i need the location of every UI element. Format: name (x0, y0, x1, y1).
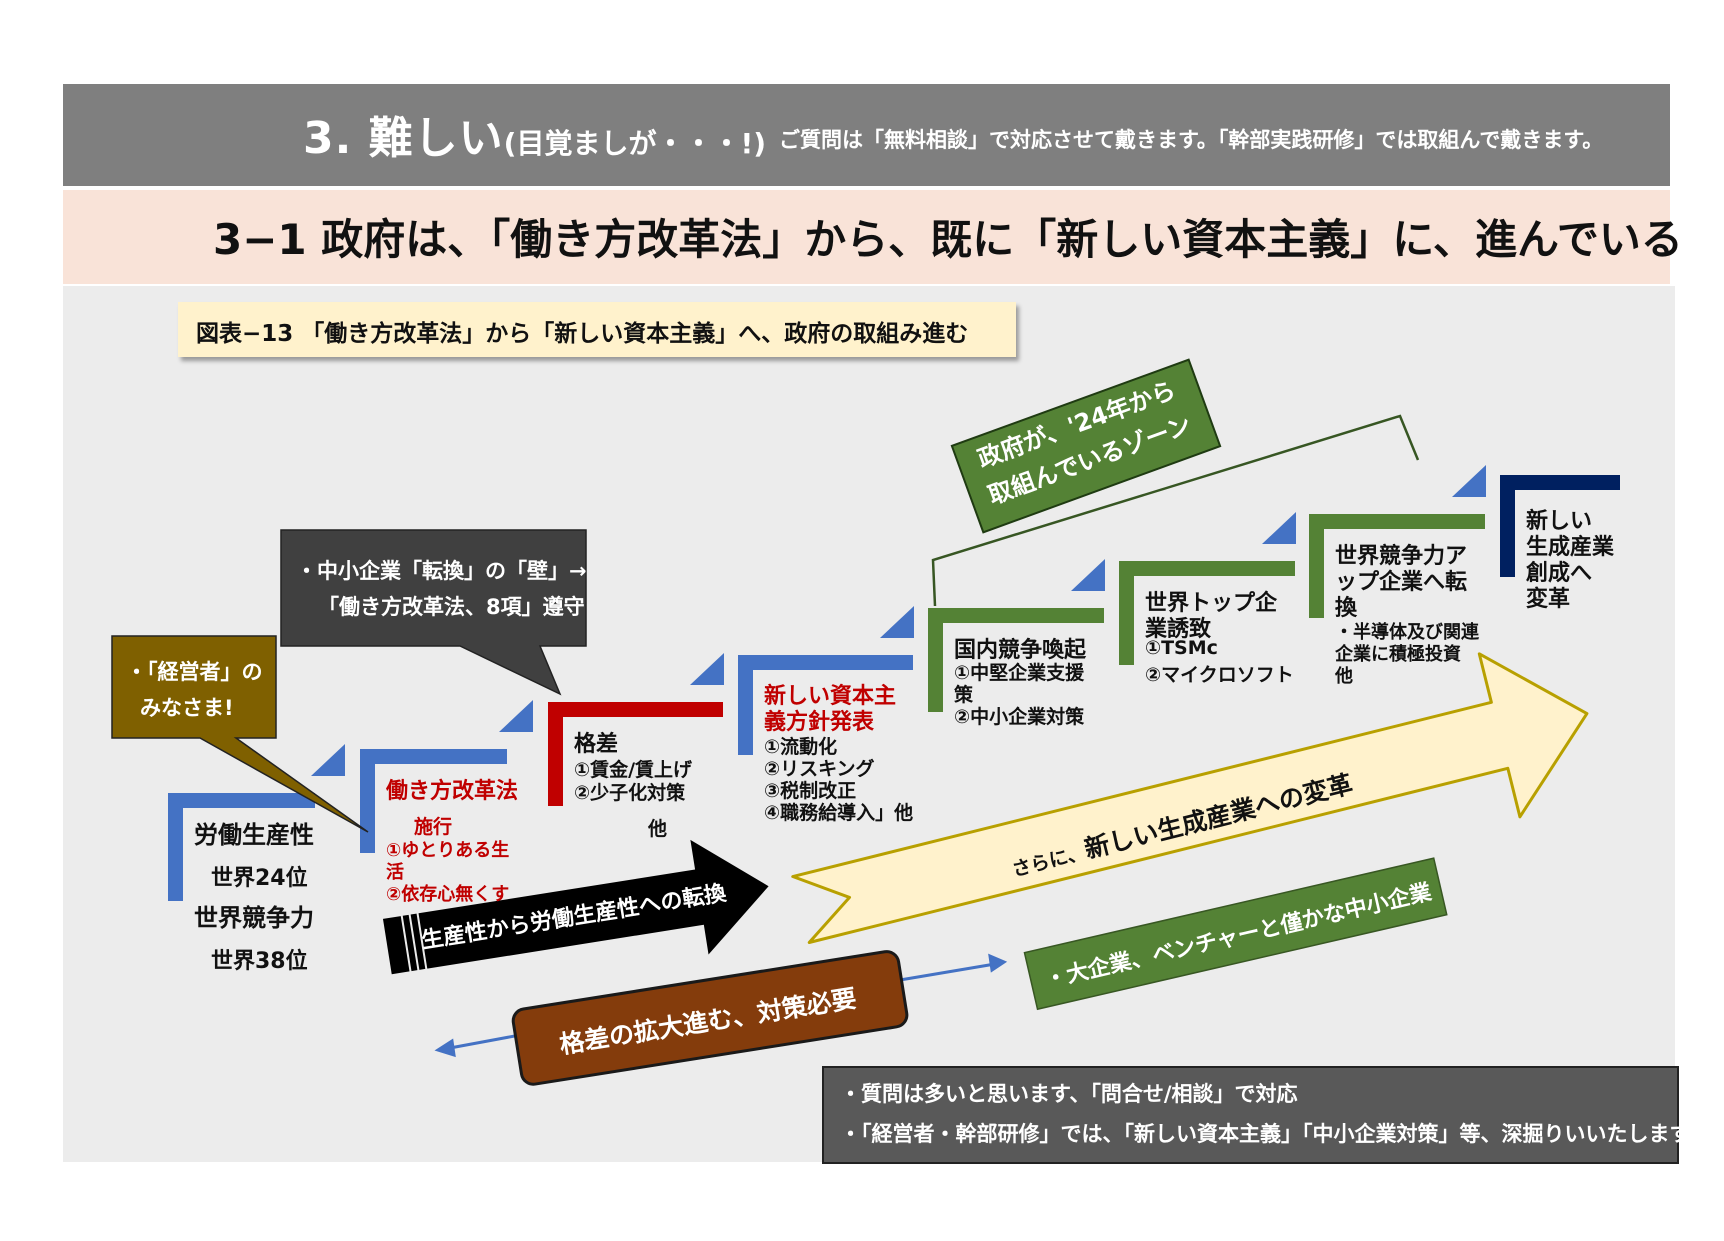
step-7-triangle (1452, 465, 1486, 497)
callout-owner-text: ・「経営者」の みなさま! (126, 654, 263, 726)
subtitle-band: 3−1 政府は、「働き方改革法」から、既に「新しい資本主義」に、進んでいる (63, 190, 1683, 284)
callout-owner-line-2: みなさま! (140, 696, 234, 720)
step-2-triangle (499, 700, 533, 732)
step-2-line-3: 活 (386, 862, 404, 883)
step-6-title-2: 業誘致 (1145, 617, 1212, 642)
figure-caption-text: 図表−13 「働き方改革法」から「新しい資本主義」へ、政府の取組み進む (196, 321, 969, 347)
step-6-line-1: ①TSMc (1145, 637, 1218, 659)
step-3-line-2: ②少子化対策 (574, 782, 686, 804)
step-7-title-3: 換 (1335, 596, 1358, 621)
figure-caption: 図表−13 「働き方改革法」から「新しい資本主義」へ、政府の取組み進む (178, 302, 1016, 357)
callout-wall-text: ・中小企業「転換」の「壁」→ 「働き方改革法、8項」遵守 (296, 553, 587, 625)
step-7-title-2: ップ企業へ転 (1335, 570, 1468, 595)
step-5-bracket (928, 608, 1104, 712)
step-7-bracket (1309, 514, 1485, 618)
step-3-line-3: 他 (648, 818, 668, 840)
step-2-line-1: 施行 (414, 816, 453, 838)
step-5-title: 国内競争喚起 (954, 638, 1087, 663)
step-1-title: 労働生産性 (194, 821, 314, 849)
step-4-triangle (880, 606, 914, 638)
step-4-line-2: ②リスキング (764, 758, 875, 780)
header-title: 3. 難しい(目覚ましが・・・!) (303, 113, 767, 164)
step-1-subtitle: 世界競争力 (194, 904, 314, 932)
blue-arrow-right (899, 953, 1008, 982)
step-8-bracket (1500, 475, 1620, 577)
step-3-line-1: ①賃金/賃上げ (574, 759, 693, 781)
step-6-bracket (1119, 561, 1295, 665)
step-7-line-1: ・半導体及び関連 (1335, 622, 1479, 643)
info-box: ・質問は多いと思います、「問合せ/相談」で対応 ・「経営者・幹部研修」では、「新… (822, 1066, 1709, 1164)
step-5-line-1: ①中堅企業支援 (954, 662, 1085, 684)
header-band: 3. 難しい(目覚ましが・・・!) ご質問は「無料相談」で対応させて戴きます。「… (63, 84, 1670, 186)
step-6-title-1: 世界トップ企 (1145, 591, 1278, 616)
callout-wall-line-2: 「働き方改革法、8項」遵守 (318, 595, 585, 619)
step-7-line-3: 他 (1335, 666, 1353, 687)
step-3-bracket (548, 702, 723, 806)
step-8-title-3: 創成へ (1526, 561, 1593, 586)
brown-box (511, 950, 909, 1086)
info-line-1: ・質問は多いと思います、「問合せ/相談」で対応 (840, 1082, 1298, 1106)
step-5-line-2: 策 (954, 684, 974, 706)
step-6-triangle (1262, 512, 1296, 544)
step-2-line-4: ②依存心無くす (386, 884, 510, 905)
step-7-title-1: 世界競争力ア (1335, 544, 1468, 569)
step-6-line-2: ②マイクロソフト (1145, 664, 1294, 686)
yellow-arrow (791, 652, 1589, 945)
callout-wall (280, 529, 587, 696)
step-1-rank1: 世界24位 (211, 866, 308, 891)
step-4-title-2: 義方針発表 (764, 710, 875, 735)
info-line-2: ・「経営者・幹部研修」では、「新しい資本主義」「中小企業対策」等、深掘りいいたし… (840, 1122, 1710, 1146)
step-2-bracket (360, 749, 507, 853)
step-3-triangle (690, 653, 724, 685)
subtitle-text: 3−1 政府は、「働き方改革法」から、既に「新しい資本主義」に、進んでいる (213, 215, 1683, 264)
step-4-line-3: ③税制改正 (764, 780, 857, 802)
zone-label-box (950, 358, 1222, 534)
step-1-rank2: 世界38位 (211, 949, 308, 974)
callout-owner-line-1: ・「経営者」の (126, 660, 263, 684)
step-8-title-2: 生成産業 (1526, 535, 1615, 560)
step-5-line-3: ②中小企業対策 (954, 706, 1085, 728)
blue-arrow-left (434, 1033, 521, 1058)
step-5-triangle (1071, 559, 1105, 591)
step-4-line-4: ④職務給導入」他 (764, 802, 914, 824)
callout-owner (111, 635, 369, 833)
black-arrow (382, 839, 769, 975)
step-1-triangle (311, 744, 345, 776)
step-4-line-1: ①流動化 (764, 736, 838, 758)
step-3-title: 格差 (574, 732, 619, 757)
step-4-bracket (738, 655, 913, 755)
step-2-title: 働き方改革法 (386, 779, 519, 804)
step-4-title-1: 新しい資本主 (764, 684, 897, 709)
header-title-paren: (目覚ましが・・・!) (503, 127, 767, 160)
green-box (1023, 857, 1448, 1011)
header-note: ご質問は「無料相談」で対応させて戴きます。「幹部実践研修」では取組んで戴きます。 (779, 128, 1604, 152)
step-2-line-2: ①ゆとりある生 (386, 840, 510, 861)
zone-bracket (931, 414, 1420, 607)
step-7-line-2: 企業に積極投資 (1335, 644, 1461, 665)
callout-wall-line-1: ・中小企業「転換」の「壁」→ (296, 559, 587, 583)
step-8-title-1: 新しい (1526, 509, 1593, 534)
step-8-title-4: 変革 (1526, 587, 1571, 612)
step-1-bracket (168, 793, 315, 901)
